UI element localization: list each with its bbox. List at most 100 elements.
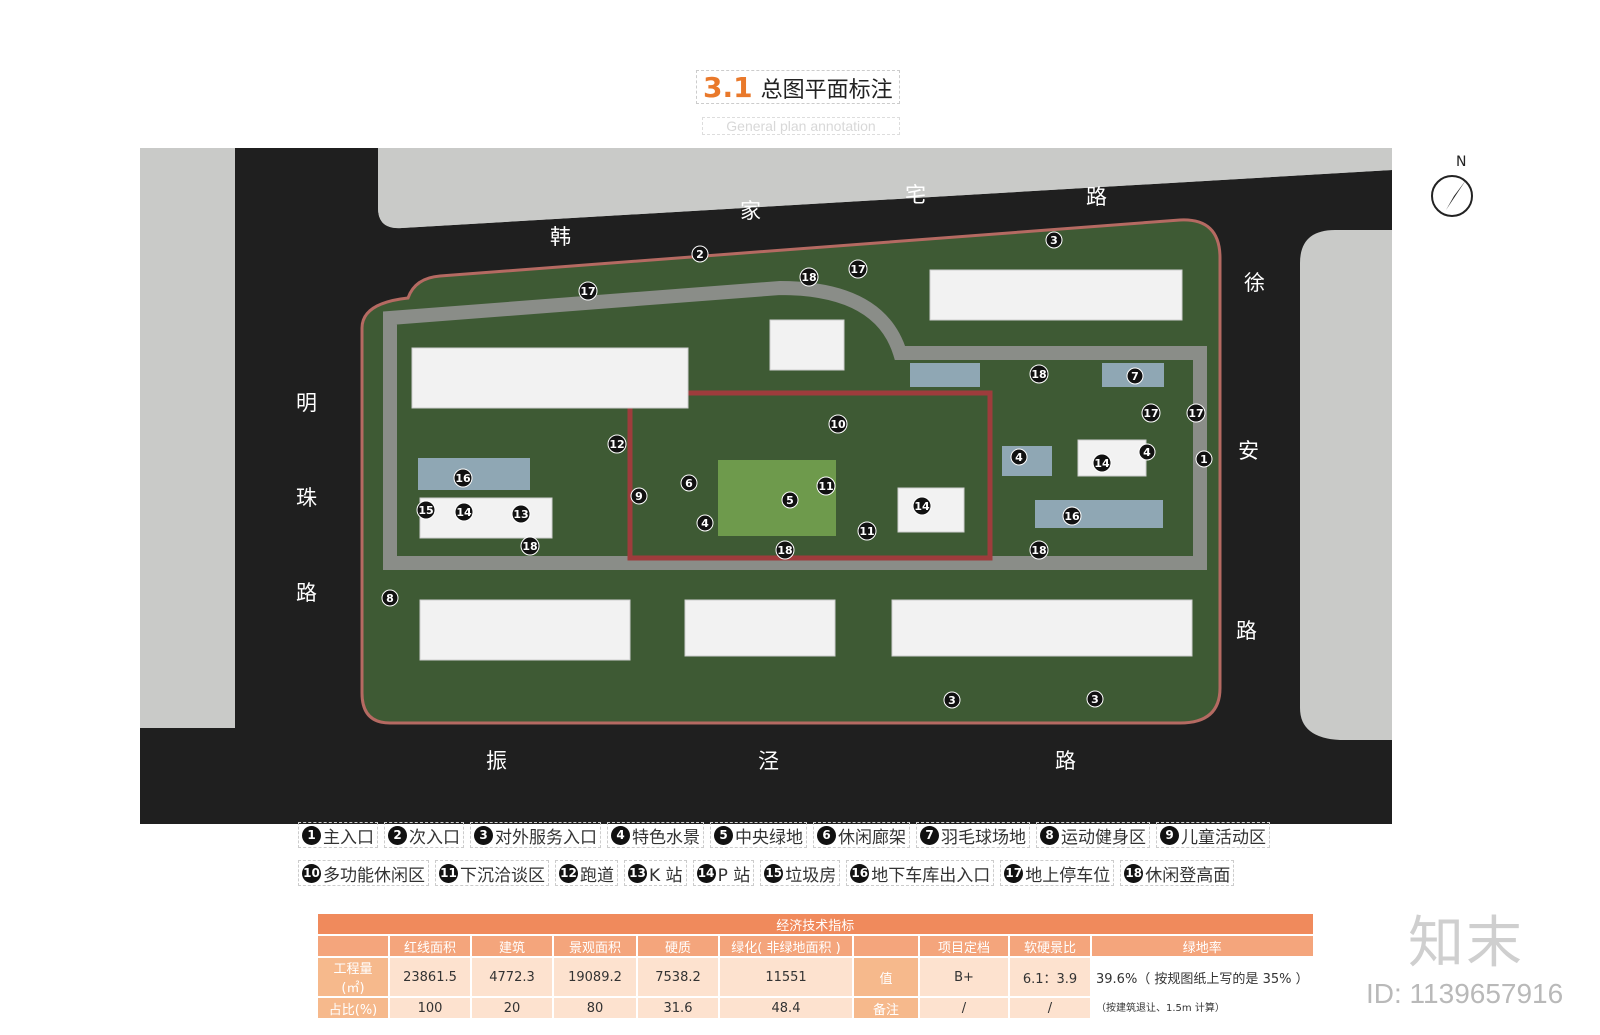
svg-text:3: 3 (1091, 693, 1099, 706)
table-corner (318, 936, 388, 956)
legend-label: K 站 (649, 865, 683, 886)
marker-3: 3 (1086, 690, 1104, 708)
table-title-row: 经济技术指标 (318, 914, 1313, 934)
legend-label: 休闲登高面 (1145, 865, 1231, 886)
legend-label: 地下车库出入口 (871, 865, 991, 886)
svg-text:11: 11 (818, 480, 833, 493)
marker-11: 11 (857, 521, 877, 541)
svg-text:1: 1 (1200, 453, 1208, 466)
svg-text:4: 4 (1015, 451, 1023, 464)
marker-6: 6 (680, 474, 698, 492)
legend-badge: 12 (559, 863, 578, 883)
compass-ring-icon (1431, 175, 1473, 217)
table-cell: 值 (854, 958, 918, 996)
legend-badge: 15 (764, 863, 784, 883)
svg-text:17: 17 (580, 285, 595, 298)
marker-4: 4 (1138, 443, 1156, 461)
table-cell: / (920, 998, 1008, 1018)
table-cell: 7538.2 (638, 958, 718, 996)
section-number: 3.1 (703, 71, 753, 104)
road-label-east-1: 徐 (1244, 271, 1265, 295)
central-lawn (718, 460, 836, 536)
legend-badge: 5 (714, 825, 733, 845)
table-cell: 19089.2 (554, 958, 636, 996)
legend-badge: 18 (1124, 863, 1144, 883)
legend-label: 休闲廊架 (838, 827, 906, 848)
legend-badge: 6 (817, 825, 836, 845)
road-label-south-1: 振 (486, 749, 507, 773)
svg-text:10: 10 (830, 418, 846, 431)
svg-text:17: 17 (1143, 407, 1158, 420)
table-row: 工程量(㎡) 23861.5 4772.3 19089.2 7538.2 115… (318, 958, 1313, 996)
svg-text:15: 15 (418, 504, 433, 517)
table-cell: 48.4 (720, 998, 852, 1018)
svg-text:14: 14 (914, 500, 930, 513)
svg-text:16: 16 (455, 472, 471, 485)
svg-text:17: 17 (850, 263, 865, 276)
legend-badge: 16 (850, 863, 870, 883)
road-label-north-2: 家 (740, 199, 761, 223)
legend-badge: 9 (1160, 825, 1179, 845)
road-label-north-3: 宅 (905, 183, 926, 207)
road-label-south-2: 泾 (758, 749, 779, 773)
table-cell: 6.1：3.9 (1010, 958, 1090, 996)
svg-text:9: 9 (635, 490, 643, 503)
table-cell: 备注 (854, 998, 918, 1018)
legend-badge: 7 (920, 825, 939, 845)
svg-text:3: 3 (1050, 234, 1058, 247)
legend-badge: 3 (474, 825, 493, 845)
north-block (378, 148, 1392, 229)
marker-10: 10 (828, 414, 848, 434)
svg-text:16: 16 (1064, 510, 1080, 523)
svg-text:18: 18 (1031, 368, 1046, 381)
marker-13: 13 (511, 504, 531, 524)
marker-18: 18 (1029, 540, 1049, 560)
marker-2: 2 (691, 245, 709, 263)
legend-badge: 1 (302, 825, 321, 845)
svg-text:3: 3 (948, 694, 956, 707)
legend-badge: 11 (439, 863, 458, 883)
table-cell: 39.6%（ 按规图纸上写的是 35% ） (1092, 958, 1313, 996)
road-label-east-2: 安 (1238, 439, 1259, 463)
svg-text:8: 8 (386, 592, 394, 605)
svg-text:12: 12 (609, 438, 624, 451)
table-cell: 80 (554, 998, 636, 1018)
table-title: 经济技术指标 (318, 914, 1313, 934)
marker-14: 14 (912, 496, 932, 516)
table-cell: B+ (920, 958, 1008, 996)
svg-text:5: 5 (786, 494, 794, 507)
legend-label: 羽毛球场地 (941, 827, 1026, 848)
legend-label: 运动健身区 (1061, 827, 1146, 848)
table-header: 硬质 (638, 936, 718, 956)
legend-badge: 4 (611, 825, 630, 845)
legend-badge: 8 (1040, 825, 1059, 845)
road-label-north-1: 韩 (550, 225, 571, 249)
svg-text:17: 17 (1188, 407, 1203, 420)
legend-badge: 13 (628, 863, 647, 883)
svg-text:4: 4 (1143, 446, 1151, 459)
watermark-logo: 知末 (1408, 911, 1524, 976)
legend-label: 次入口 (409, 827, 460, 848)
legend-badge: 14 (696, 863, 716, 883)
compass-needle-icon (1446, 180, 1466, 210)
svg-text:18: 18 (777, 544, 792, 557)
north-label: N (1456, 154, 1466, 170)
marker-12: 12 (607, 434, 627, 454)
watermark-id: ID: 1139657916 (1366, 978, 1564, 1009)
legend-badge: 2 (388, 825, 407, 845)
marker-16: 16 (1062, 506, 1082, 526)
marker-5: 5 (781, 491, 799, 509)
legend-label: 儿童活动区 (1181, 827, 1266, 848)
svg-text:13: 13 (513, 508, 528, 521)
legend-label: 对外服务入口 (495, 827, 597, 848)
legend-badge: 17 (1004, 863, 1024, 883)
legend-label: 多功能休闲区 (323, 865, 425, 886)
